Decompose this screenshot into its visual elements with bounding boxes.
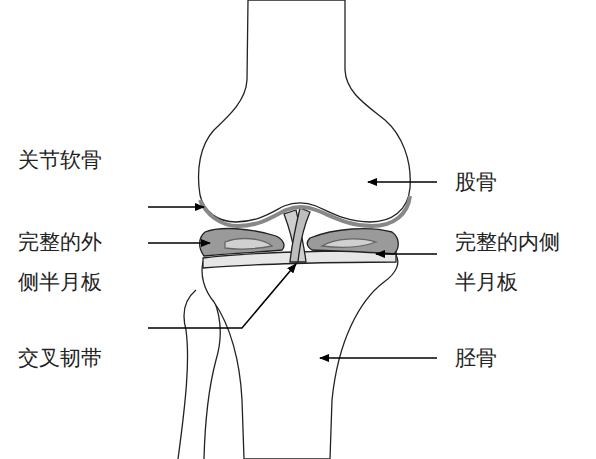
part-label: 完整的外 侧半月板 [18,222,108,302]
part-label: 股骨 [455,162,575,202]
medial-meniscus [307,229,398,254]
lateral-meniscus [200,229,284,256]
part-label: 胫骨 [455,338,575,378]
femur [199,0,411,222]
leader-arrow [148,242,210,244]
fibula [178,290,196,459]
leader-arrow [148,206,204,208]
fibula-edge [204,300,220,459]
leader-arrow [368,181,437,183]
part-label: 关节软骨 [18,140,138,180]
cruciate-ligament [290,208,310,262]
tibia [202,255,398,459]
articular-cartilage [200,196,410,226]
lateral-meniscus-inner [225,239,272,250]
medial-meniscus-inner [322,239,376,247]
part-label: 交叉韧带 [18,338,138,378]
leader-arrow [148,264,296,328]
leader-arrow [376,253,437,255]
leader-arrow [320,357,437,359]
part-label: 完整的内侧 半月板 [455,222,567,302]
